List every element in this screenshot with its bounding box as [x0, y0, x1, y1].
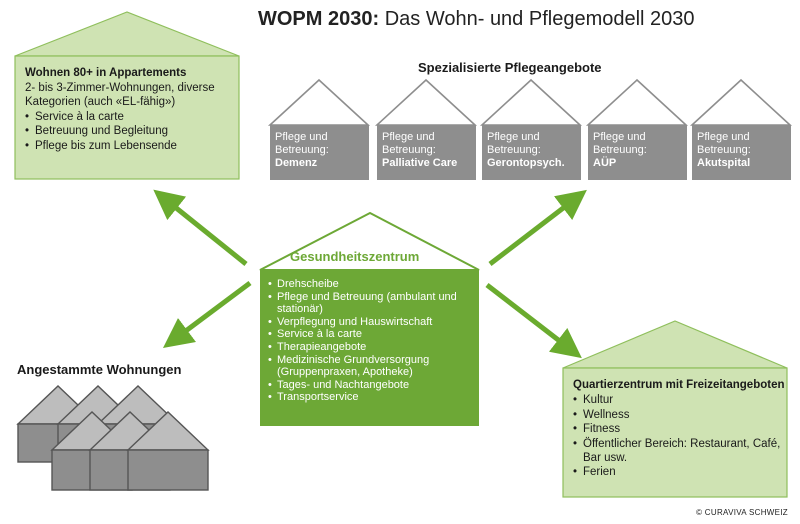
wohnen-item-3: Pflege bis zum Lebensende — [25, 139, 240, 154]
spec-roofs — [267, 78, 793, 126]
title-rest: Das Wohn- und Pflegemodell 2030 — [379, 8, 695, 30]
specialized-title: Spezialisierte Pflegeangebote — [418, 60, 602, 75]
center-title: Gesundheitszentrum — [290, 249, 420, 264]
spec-name-palliative: Palliative Care — [382, 157, 458, 169]
center-item-3: Verpflegung und Hauswirtschaft — [268, 316, 473, 329]
quartier-roof — [562, 320, 788, 369]
quartier-item-1: Kultur — [573, 393, 785, 408]
center-item-8: Transportservice — [268, 391, 473, 404]
spec-box-aup: Pflege und Betreuung: AÜP — [588, 125, 687, 180]
wohnen-roof — [14, 11, 240, 57]
center-item-2: Pflege und Betreuung (ambulant und stati… — [268, 291, 473, 316]
center-item-4: Service à la carte — [268, 328, 473, 341]
spec-name-demenz: Demenz — [275, 157, 318, 169]
arrow-to-specialized — [488, 189, 587, 266]
spec-box-palliative: Pflege und Betreuung: Palliative Care — [377, 125, 476, 180]
spec-box-demenz: Pflege und Betreuung: Demenz — [270, 125, 369, 180]
wohnen-heading: Wohnen 80+ in Appartements — [25, 67, 187, 79]
center-list: Drehscheibe Pflege und Betreuung (ambula… — [268, 278, 473, 404]
spec-prefix-line2: Betreuung: — [487, 144, 541, 156]
spec-roof-1 — [267, 78, 371, 126]
spec-prefix-line2: Betreuung: — [593, 144, 647, 156]
center-item-7: Tages- und Nachtangebote — [268, 379, 473, 392]
spec-box-akutspital: Pflege und Betreuung: Akutspital — [692, 125, 791, 180]
spec-roof-3 — [479, 78, 583, 126]
center-item-5: Therapieangebote — [268, 341, 473, 354]
wohnen-list: Service à la carte Betreuung und Begleit… — [25, 110, 240, 154]
existing-title: Angestammte Wohnungen — [17, 362, 182, 377]
quartier-item-2: Wellness — [573, 408, 785, 423]
spec-name-aup: AÜP — [593, 157, 617, 169]
spec-prefix-line1: Pflege und — [382, 131, 435, 143]
center-item-6: Medizinische Grundversorgung (Gruppenpra… — [268, 354, 473, 379]
arrows — [153, 189, 587, 359]
spec-prefix-line1: Pflege und — [487, 131, 540, 143]
spec-prefix-line2: Betreuung: — [275, 144, 329, 156]
quartier-item-3: Fitness — [573, 422, 785, 437]
quartier-list: Kultur Wellness Fitness Öffentlicher Ber… — [573, 393, 785, 480]
quartier-item-5: Ferien — [573, 465, 785, 480]
quartier-heading: Quartierzentrum mit Freizeitangeboten — [573, 379, 785, 391]
center-item-1: Drehscheibe — [268, 278, 473, 291]
wohnen-item-2: Betreuung und Begleitung — [25, 124, 240, 139]
center-box: Drehscheibe Pflege und Betreuung (ambula… — [260, 270, 479, 426]
arrow-to-wohnen — [153, 189, 248, 266]
spec-prefix-line2: Betreuung: — [697, 144, 751, 156]
spec-prefix-line1: Pflege und — [697, 131, 750, 143]
spec-roof-2 — [374, 78, 478, 126]
spec-prefix-line1: Pflege und — [275, 131, 328, 143]
quartier-content: Quartierzentrum mit Freizeitangeboten Ku… — [573, 378, 785, 480]
copyright: © CURAVIVA SCHWEIZ — [696, 508, 788, 517]
house-6 — [126, 411, 210, 491]
arrow-to-existing — [162, 280, 252, 348]
existing-houses — [16, 385, 210, 491]
wohnen-description: 2- bis 3-Zimmer-Wohnungen, diverse Kateg… — [25, 81, 215, 109]
diagram-title: WOPM 2030: Das Wohn- und Pflegemodell 20… — [258, 8, 695, 31]
spec-prefix-line1: Pflege und — [593, 131, 646, 143]
spec-name-gerontopsych: Gerontopsych. — [487, 157, 565, 169]
spec-roof-4 — [585, 78, 689, 126]
wohnen-content: Wohnen 80+ in Appartements 2- bis 3-Zimm… — [25, 66, 240, 153]
spec-box-gerontopsych: Pflege und Betreuung: Gerontopsych. — [482, 125, 581, 180]
spec-name-akutspital: Akutspital — [697, 157, 751, 169]
arrow-to-quartier — [485, 283, 582, 359]
quartier-item-4: Öffentlicher Bereich: Restaurant, Café, … — [573, 437, 785, 466]
wohnen-item-1: Service à la carte — [25, 110, 240, 125]
spec-prefix-line2: Betreuung: — [382, 144, 436, 156]
title-bold: WOPM 2030: — [258, 8, 380, 30]
spec-roof-5 — [689, 78, 793, 126]
